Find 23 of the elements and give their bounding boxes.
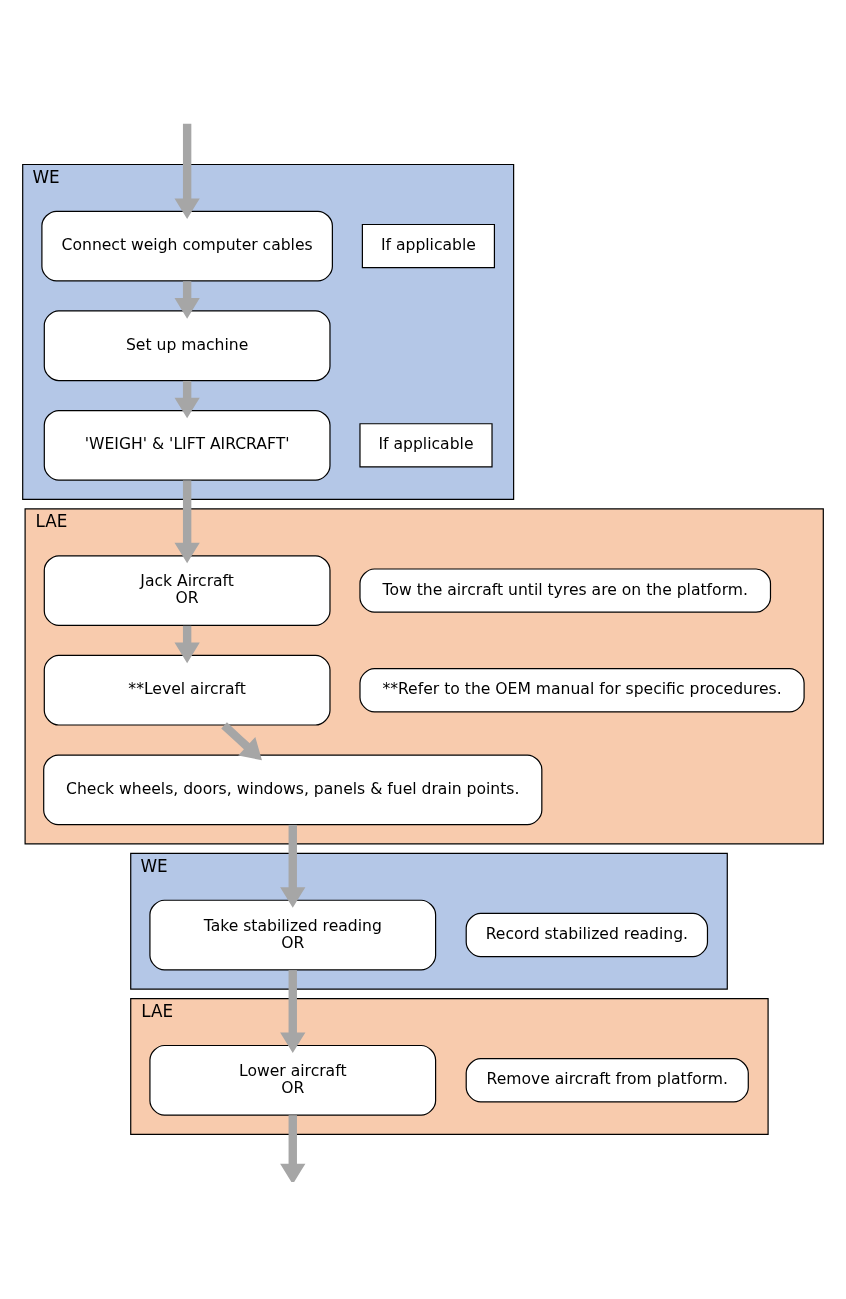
arrow xyxy=(174,123,200,219)
node-box: Jack Aircraft OR xyxy=(43,554,331,626)
node-box: Tow the aircraft until tyres are on the platform. xyxy=(359,567,772,613)
arrow xyxy=(280,824,306,908)
node-box: Take stabilized reading OR xyxy=(149,899,437,970)
arrow xyxy=(174,380,200,418)
node-box: If applicable xyxy=(361,223,496,268)
arrow xyxy=(174,625,200,663)
arrow xyxy=(280,969,306,1053)
arrow xyxy=(280,1114,306,1182)
node-box: **Level aircraft xyxy=(43,654,331,726)
arrow xyxy=(174,479,200,563)
node-box: 'WEIGH' & 'LIFT AIRCRAFT' xyxy=(43,409,331,481)
node-box: Remove aircraft from platform. xyxy=(465,1057,749,1102)
node-box: Check wheels, doors, windows, panels & fuel drain points. xyxy=(43,753,543,825)
arrow xyxy=(221,721,262,760)
arrow xyxy=(174,280,200,319)
node-box: Record stabilized reading. xyxy=(465,912,709,957)
node-box: If applicable xyxy=(359,422,493,468)
node-box: Lower aircraft OR xyxy=(149,1044,437,1116)
node-box: Connect weigh computer cables xyxy=(41,210,333,281)
node-box: **Refer to the OEM manual for specific procedures. xyxy=(359,667,805,712)
node-box: Set up machine xyxy=(43,309,331,381)
